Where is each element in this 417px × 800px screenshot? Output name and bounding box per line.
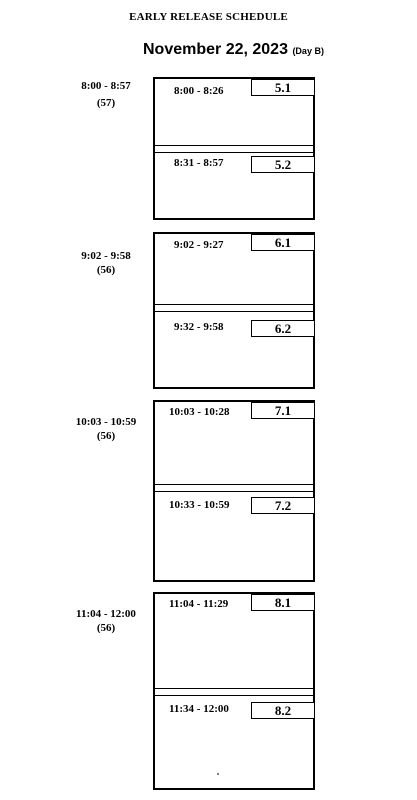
period-time: 9:02 - 9:58 <box>81 250 131 262</box>
schedule-date: November 22, 2023 (Day B) <box>143 41 324 59</box>
sub-period-time: 9:02 - 9:27 <box>174 239 224 251</box>
sub-period-time: 10:33 - 10:59 <box>169 499 230 511</box>
schedule-title: EARLY RELEASE SCHEDULE <box>129 11 288 23</box>
sub-period-time: 9:32 - 9:58 <box>174 321 224 333</box>
period-time: 10:03 - 10:59 <box>75 416 137 428</box>
date-text: November 22, 2023 <box>143 41 288 58</box>
period-minutes: (56) <box>96 430 116 442</box>
period-label: 11:04 - 12:00 (56) <box>66 607 146 635</box>
sub-period-time: 8:00 - 8:26 <box>174 85 224 97</box>
sub-period-time: 11:04 - 11:29 <box>169 598 229 610</box>
scan-speck <box>217 773 219 775</box>
sub-period-time: 8:31 - 8:57 <box>174 157 224 169</box>
period-time: 8:00 - 8:57 <box>81 80 131 92</box>
period-time: 11:04 - 12:00 <box>76 608 136 620</box>
sub-period-number: 5.1 <box>251 79 315 96</box>
sub-period-time: 10:03 - 10:28 <box>169 406 230 418</box>
sub-period-number: 7.2 <box>251 497 315 514</box>
period-divider <box>155 484 313 492</box>
day-label: (Day B) <box>292 46 324 56</box>
period-minutes: (56) <box>96 264 116 276</box>
sub-period-number: 8.1 <box>251 594 315 611</box>
sub-period-time: 11:34 - 12:00 <box>169 703 229 715</box>
period-label: 9:02 - 9:58 (56) <box>72 249 140 277</box>
period-block: 11:04 - 11:29 8.1 11:34 - 12:00 8.2 <box>153 592 315 790</box>
sub-period-number: 6.2 <box>251 320 315 337</box>
sub-period-number: 5.2 <box>251 156 315 173</box>
period-divider <box>155 145 313 153</box>
period-divider <box>155 304 313 312</box>
sub-period-number: 7.1 <box>251 402 315 419</box>
period-label: 10:03 - 10:59 (56) <box>66 415 146 443</box>
period-block: 10:03 - 10:28 7.1 10:33 - 10:59 7.2 <box>153 400 315 582</box>
period-block: 8:00 - 8:26 5.1 8:31 - 8:57 5.2 <box>153 77 315 220</box>
period-divider <box>155 688 313 696</box>
period-block: 9:02 - 9:27 6.1 9:32 - 9:58 6.2 <box>153 232 315 389</box>
period-minutes: (57) <box>96 97 116 109</box>
sub-period-number: 8.2 <box>251 702 315 719</box>
sub-period-number: 6.1 <box>251 234 315 251</box>
period-minutes: (56) <box>96 622 116 634</box>
period-label: 8:00 - 8:57 (57) <box>72 79 140 110</box>
